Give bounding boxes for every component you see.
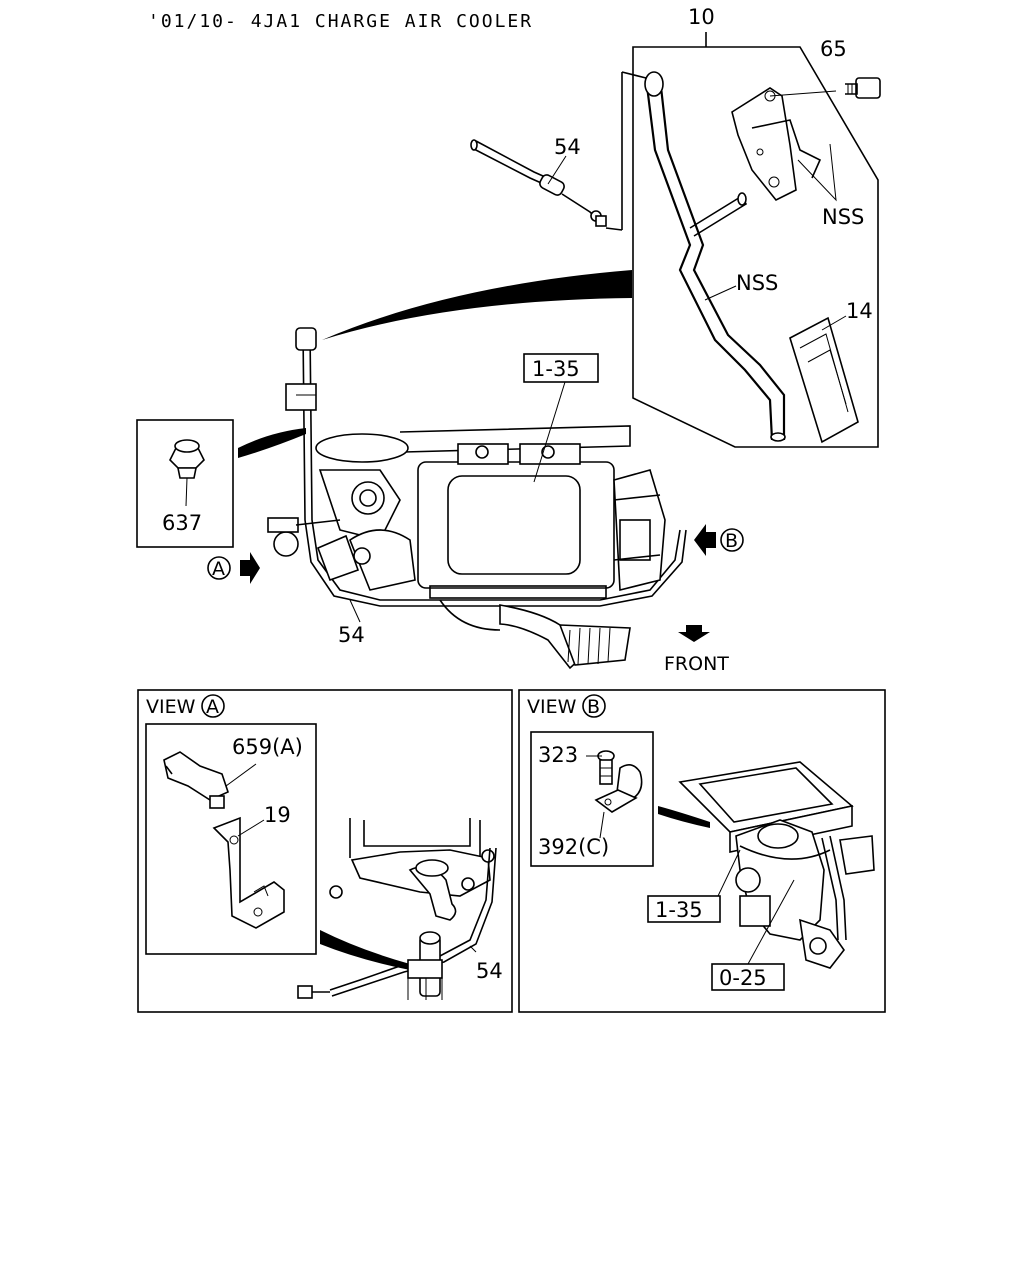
callout-659a: 659(A) [232,735,303,759]
callout-box-1-35 [523,353,599,383]
view-b-panel [518,689,886,1013]
view-b-arrow [694,524,744,556]
callout-nss-2: NSS [736,271,778,295]
view-a-panel [137,689,513,1013]
view-b-title: VIEW [527,696,577,718]
callout-54-top: 54 [554,135,581,159]
bolt-65 [845,77,881,99]
view-b-circle [582,694,606,718]
view-b-title-letter: B [587,696,600,718]
engine-assembly [267,327,687,670]
clip-637-detail [136,419,234,548]
callout-0-25: 0-25 [719,966,767,990]
callout-54-view-a: 54 [476,959,503,983]
front-arrow [678,625,710,642]
callout-1-35: 1-35 [532,357,580,381]
lead-wedge-637 [238,428,306,458]
callout-nss-1: NSS [822,205,864,229]
accelerator-cable-end [470,71,647,231]
callout-637: 637 [162,511,202,535]
callout-10: 10 [688,5,715,29]
front-label: FRONT [664,653,729,675]
view-a-arrow-letter: A [212,558,225,580]
callout-323: 323 [538,743,578,767]
view-a-title: VIEW [146,696,196,718]
callout-54-main: 54 [338,623,365,647]
callout-392c: 392(C) [538,835,609,859]
callout-box-0-25 [711,963,785,991]
view-a-title-letter: A [206,696,219,718]
callout-19: 19 [264,803,291,827]
callout-65: 65 [820,37,847,61]
page-title: '01/10- 4JA1 CHARGE AIR COOLER [148,11,533,32]
callout-1-35-view-b: 1-35 [655,898,703,922]
view-a-circle [201,694,225,718]
view-b-arrow-letter: B [725,530,738,552]
accelerator-pedal-assembly [632,32,879,448]
lead-wedge-top [322,270,632,340]
callout-14: 14 [846,299,873,323]
view-a-arrow [207,552,260,584]
callout-box-1-35-view-b [647,895,721,923]
